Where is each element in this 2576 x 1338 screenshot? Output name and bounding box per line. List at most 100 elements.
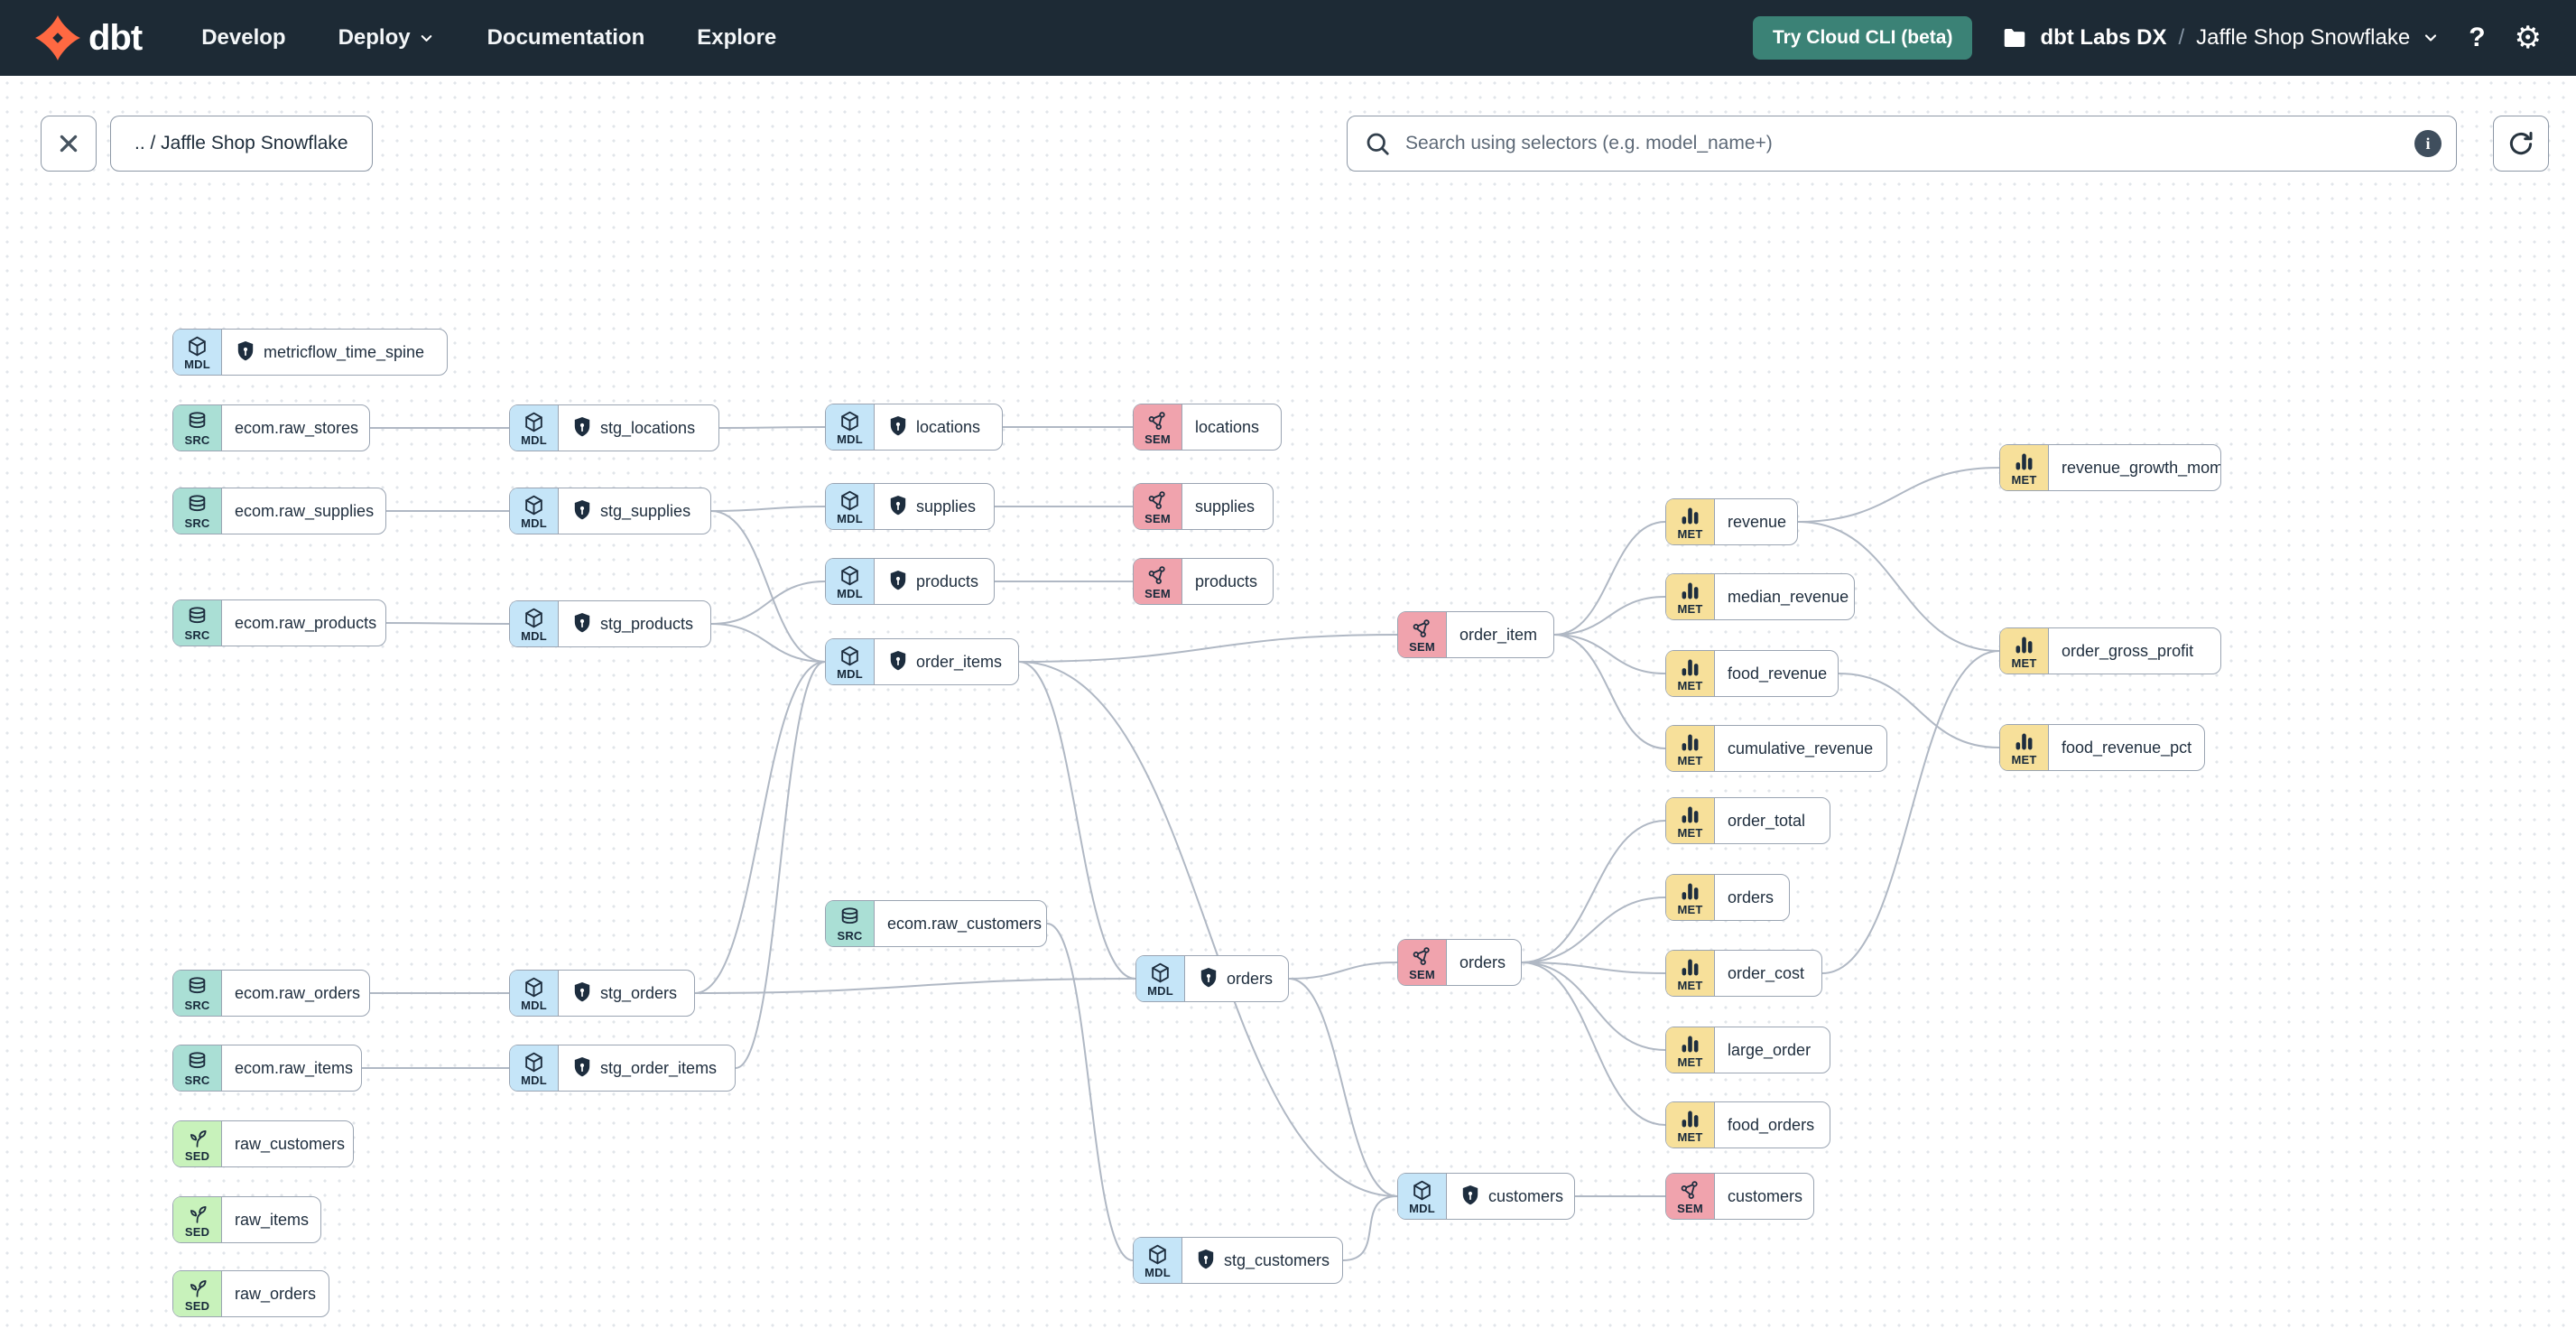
project-breadcrumb[interactable]: dbt Labs DX / Jaffle Shop Snowflake: [2001, 24, 2440, 51]
node-label: revenue: [1728, 512, 1787, 531]
node-stg_products[interactable]: MDL stg_products: [509, 600, 711, 647]
node-products_mdl[interactable]: MDL products: [825, 558, 995, 605]
node-label: stg_supplies: [600, 501, 691, 520]
node-stg_supplies[interactable]: MDL stg_supplies: [509, 488, 711, 534]
top-navbar: dbt Develop Deploy Documentation Explore…: [0, 0, 2576, 76]
metric-bar-chart-icon: MET: [1666, 726, 1715, 771]
node-label: metricflow_time_spine: [264, 342, 425, 361]
node-label: products: [916, 571, 979, 590]
nav-item-explore[interactable]: Explore: [697, 25, 777, 50]
metric-bar-chart-icon: MET: [1666, 875, 1715, 920]
search-icon: [1367, 133, 1389, 155]
node-label: raw_orders: [235, 1284, 317, 1303]
metric-bar-chart-icon: MET: [1666, 1102, 1715, 1148]
seed-sprout-icon: SED: [173, 1121, 222, 1166]
source-database-icon: SRC: [173, 1045, 222, 1091]
shield-icon: [1195, 1249, 1217, 1272]
model-cube-icon: MDL: [510, 488, 559, 534]
node-raw_orders_seed[interactable]: SED raw_orders: [172, 1270, 329, 1317]
source-database-icon: SRC: [173, 600, 222, 646]
metric-bar-chart-icon: MET: [1666, 651, 1715, 696]
nav-item-develop[interactable]: Develop: [201, 25, 286, 50]
lineage-path-button[interactable]: .. / Jaffle Shop Snowflake: [110, 116, 373, 172]
metric-bar-chart-icon: MET: [1666, 1027, 1715, 1073]
help-icon[interactable]: ?: [2469, 23, 2486, 52]
chevron-down-icon: [2425, 34, 2437, 42]
refresh-lineage-button[interactable]: [2493, 116, 2549, 172]
node-food_revenue_met[interactable]: MET food_revenue: [1665, 650, 1839, 697]
shield-icon: [571, 1056, 593, 1080]
shield-icon: [887, 650, 909, 674]
node-label: food_revenue: [1728, 664, 1828, 683]
try-cloud-cli-button[interactable]: Try Cloud CLI (beta): [1752, 16, 1973, 60]
node-metricflow_time_spine[interactable]: MDL metricflow_time_spine: [172, 329, 448, 376]
breadcrumb-separator: /: [2178, 25, 2185, 50]
model-cube-icon: MDL: [510, 601, 559, 646]
shield-icon: [887, 415, 909, 439]
nav-item-deploy[interactable]: Deploy: [338, 25, 435, 51]
dbt-logo-text: dbt: [88, 17, 143, 58]
node-label: order_item: [1459, 625, 1538, 644]
nav-item-documentation[interactable]: Documentation: [486, 25, 645, 50]
model-cube-icon: MDL: [826, 559, 875, 604]
info-icon[interactable]: i: [2414, 130, 2442, 157]
dbt-logo[interactable]: dbt: [34, 14, 143, 61]
chevron-down-icon: [421, 34, 431, 42]
node-label: customers: [1728, 1186, 1803, 1205]
node-orders_met[interactable]: MET orders: [1665, 874, 1790, 921]
node-median_revenue_met[interactable]: MET median_revenue: [1665, 573, 1855, 620]
node-label: stg_customers: [1224, 1250, 1330, 1269]
node-revenue_met[interactable]: MET revenue: [1665, 498, 1798, 545]
seed-sprout-icon: SED: [173, 1271, 222, 1316]
model-cube-icon: MDL: [826, 484, 875, 529]
shield-icon: [571, 499, 593, 523]
node-label: orders: [1728, 887, 1774, 906]
account-name: dbt Labs DX: [2040, 25, 2167, 50]
shield-icon: [1459, 1185, 1481, 1208]
node-label: food_revenue_pct: [2062, 738, 2192, 757]
node-label: ecom.raw_orders: [235, 983, 361, 1002]
node-label: stg_products: [600, 614, 694, 633]
metric-bar-chart-icon: MET: [1666, 499, 1715, 544]
search-input[interactable]: [1404, 132, 2414, 155]
node-label: median_revenue: [1728, 587, 1849, 606]
metric-bar-chart-icon: MET: [1666, 574, 1715, 619]
model-cube-icon: MDL: [173, 330, 222, 375]
gear-icon[interactable]: ⚙: [2514, 20, 2542, 56]
model-cube-icon: MDL: [510, 405, 559, 451]
close-lineage-button[interactable]: [41, 116, 97, 172]
